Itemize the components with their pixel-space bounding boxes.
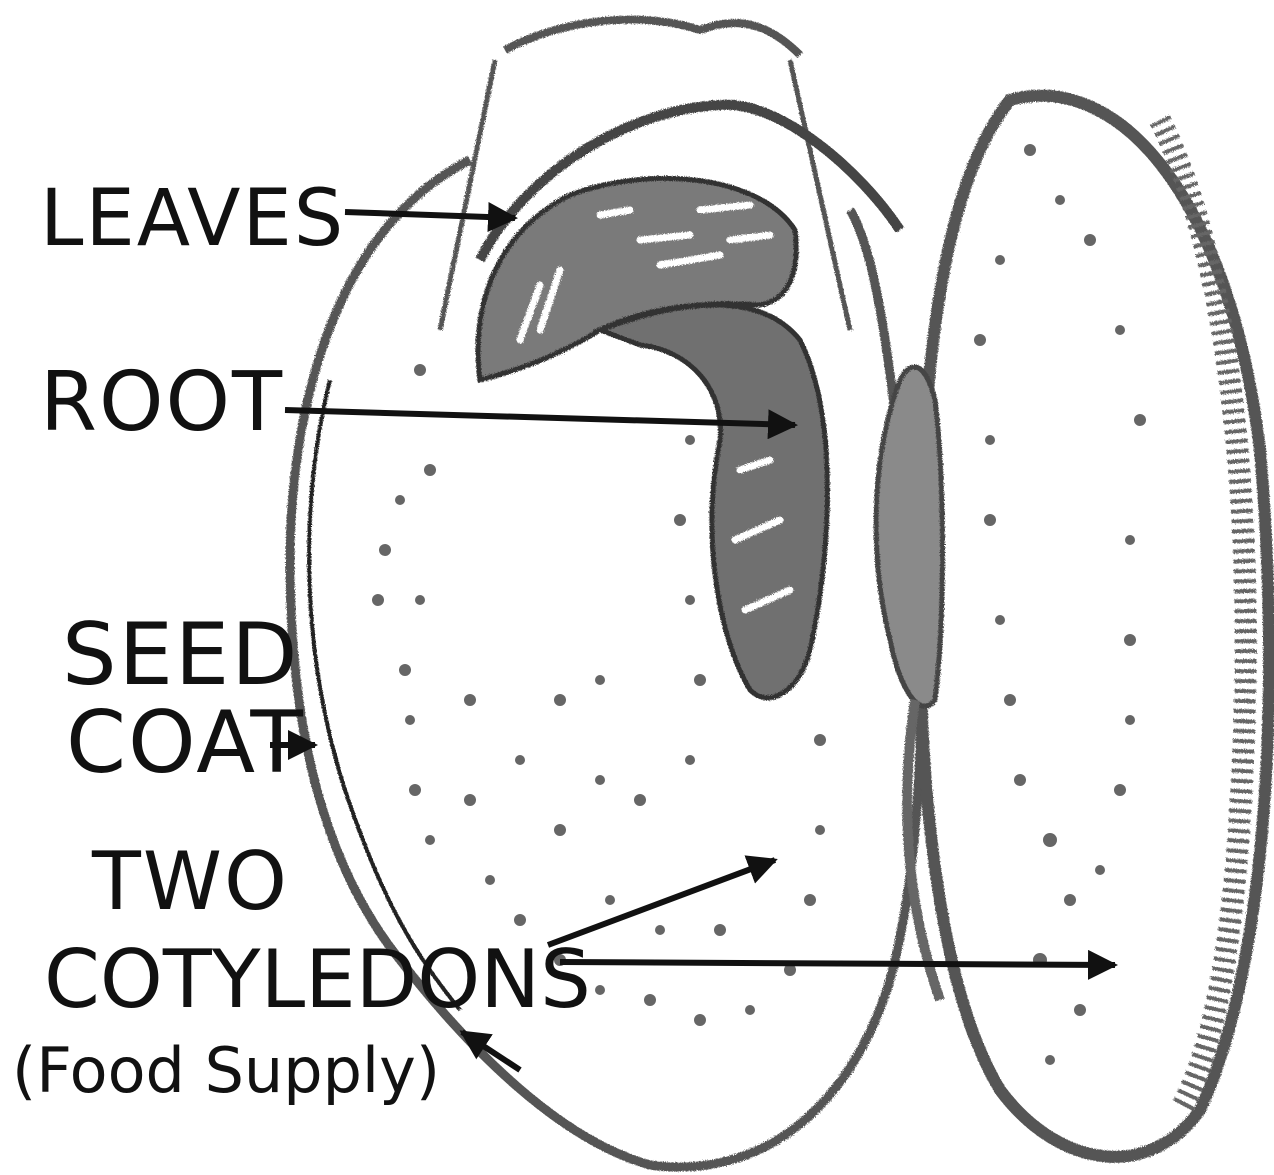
root-shape	[600, 305, 828, 698]
cotyledon-arrow-right	[560, 962, 1115, 965]
embryo	[478, 178, 827, 697]
label-root: ROOT	[40, 362, 284, 444]
label-cotyledons-line1: TWO	[92, 842, 289, 922]
right-cotyledon-dots	[974, 144, 1146, 1065]
label-cotyledons-line2: COTYLEDONS	[44, 940, 591, 1020]
label-food-supply: (Food Supply)	[12, 1040, 440, 1102]
right-cotyledon	[876, 96, 1269, 1157]
label-seed-coat-line2: COAT	[66, 700, 305, 786]
leaves-arrow	[345, 212, 515, 218]
label-seed-coat-line1: SEED	[62, 612, 300, 698]
label-leaves: LEAVES	[40, 180, 345, 258]
